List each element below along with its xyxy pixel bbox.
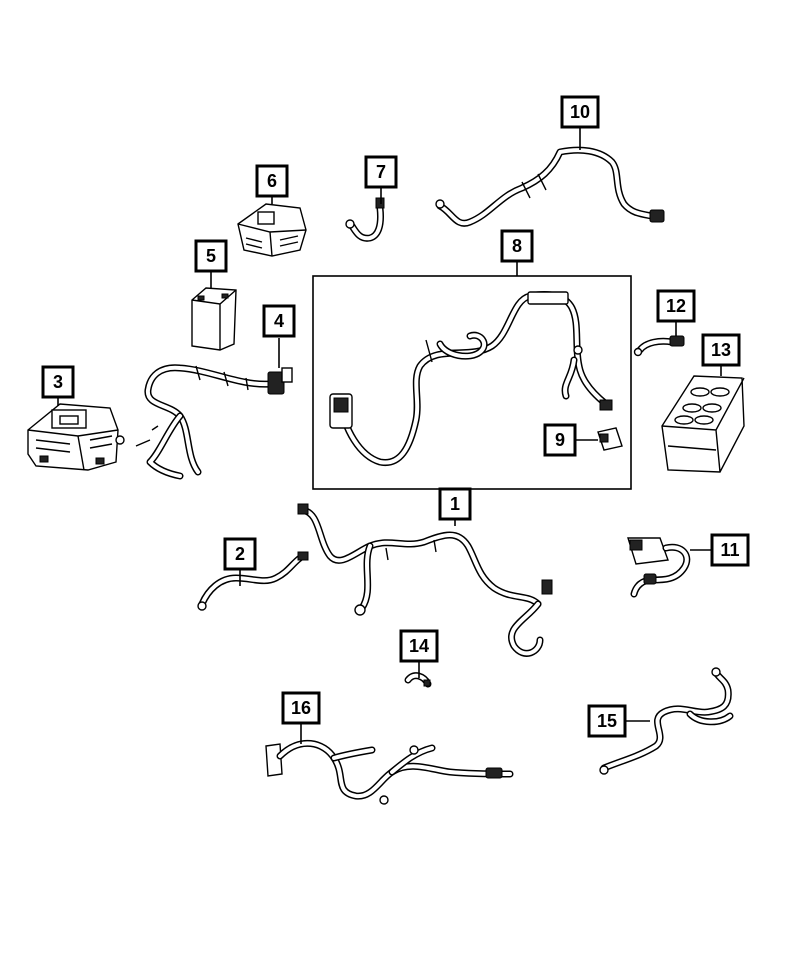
part-5-auxiliary-battery[interactable] [191,287,237,351]
part-12-jumper-cable[interactable] [633,335,685,357]
part-1-battery-cable-harness[interactable] [297,503,553,657]
svg-text:13: 13 [711,340,731,360]
svg-text:8: 8 [512,236,522,256]
part-13-battery[interactable] [661,375,745,473]
part-9-sensor[interactable] [597,427,623,451]
svg-text:6: 6 [267,171,277,191]
callout-14: 14 [399,629,439,663]
svg-text:12: 12 [666,296,686,316]
callout-3: 3 [41,365,75,399]
svg-text:1: 1 [450,494,460,514]
part-6-fuse-module[interactable] [237,203,307,257]
callout-8: 8 [500,229,534,263]
item-8-group-frame [312,275,632,490]
svg-text:2: 2 [235,544,245,564]
part-10-battery-cable[interactable] [435,146,665,227]
svg-text:14: 14 [409,636,429,656]
part-16-battery-cable-harness[interactable] [265,739,514,805]
callout-11: 11 [710,533,750,567]
callout-15: 15 [587,704,627,738]
part-3-power-distribution-box[interactable] [27,403,125,471]
svg-text:9: 9 [555,430,565,450]
callout-6: 6 [255,164,289,198]
svg-text:10: 10 [570,102,590,122]
svg-text:16: 16 [291,698,311,718]
callout-1: 1 [438,487,472,521]
callout-16: 16 [281,691,321,725]
part-15-battery-cable[interactable] [599,667,734,775]
part-7-ground-cable[interactable] [345,197,385,242]
callout-4: 4 [262,304,296,338]
svg-text:5: 5 [206,246,216,266]
callout-9: 9 [543,423,577,457]
part-8-main-wiring-harness[interactable] [329,291,613,467]
part-2-ground-cable[interactable] [197,551,309,611]
callout-2: 2 [223,537,257,571]
leader-lines [57,128,722,744]
part-11-positive-terminal-cable[interactable] [627,537,691,598]
svg-text:4: 4 [274,311,284,331]
callout-7: 7 [364,155,398,189]
part-4-battery-cable[interactable] [135,364,293,480]
svg-text:15: 15 [597,711,617,731]
callout-12: 12 [656,289,696,323]
callout-10: 10 [560,95,600,129]
callout-5: 5 [194,239,228,273]
svg-text:7: 7 [376,162,386,182]
svg-text:11: 11 [720,540,739,560]
callout-13: 13 [701,333,741,367]
svg-text:3: 3 [53,372,63,392]
